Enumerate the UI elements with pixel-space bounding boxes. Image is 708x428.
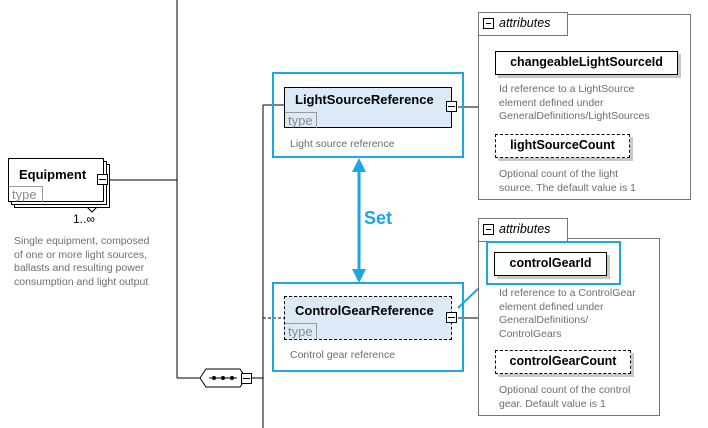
attributes-tab-bottom-label: attributes <box>499 222 551 236</box>
light-source-ref-highlight <box>272 72 464 158</box>
equipment-multiplicity: 1..∞ <box>73 212 95 226</box>
attr-control-gear-id-description: Id reference to a ControlGear element de… <box>499 287 636 340</box>
light-source-reference-element[interactable]: LightSourceReference type <box>284 87 452 128</box>
equipment-element[interactable]: Equipment type <box>8 158 104 202</box>
light-source-reference-description: Light source reference <box>290 138 395 150</box>
control-gear-ref-highlight <box>272 282 464 372</box>
set-label: Set <box>364 208 393 228</box>
attributes-panel-top <box>478 14 691 200</box>
sequence-collapse-icon[interactable] <box>241 373 252 384</box>
control-gear-reference-element[interactable]: ControlGearReference type <box>284 296 452 340</box>
equipment-collapse-icon[interactable] <box>97 174 108 185</box>
control-gear-reference-description: Control gear reference <box>290 349 396 361</box>
control-gear-id-highlight <box>486 241 621 285</box>
attributes-bottom-collapse-icon[interactable] <box>483 224 494 235</box>
attr-control-gear-count-description: Optional count of the control gear. Defa… <box>499 384 631 410</box>
control-gear-reference-collapse-icon[interactable] <box>446 312 457 323</box>
light-source-reference-collapse-icon[interactable] <box>446 101 457 112</box>
light-source-reference-type: type <box>285 112 317 128</box>
attr-light-source-count-description: Optional count of the light source. The … <box>499 168 636 194</box>
light-source-reference-name: LightSourceReference <box>295 92 434 107</box>
attributes-top-collapse-icon[interactable] <box>483 18 494 29</box>
control-gear-reference-type: type <box>285 323 317 339</box>
attr-changeable-light-source-id-description: Id reference to a LightSource element de… <box>499 83 650 122</box>
equipment-description: Single equipment, composed of one or mor… <box>14 235 150 288</box>
equipment-type: type <box>9 186 43 202</box>
attr-control-gear-id[interactable]: controlGearId <box>494 252 607 276</box>
attributes-tab-top[interactable]: attributes <box>478 12 568 36</box>
attr-changeable-light-source-id[interactable]: changeableLightSourceId <box>495 51 678 75</box>
equipment-name: Equipment <box>19 167 87 182</box>
control-gear-reference-name: ControlGearReference <box>295 303 434 318</box>
attr-control-gear-count[interactable]: controlGearCount <box>495 350 631 374</box>
attr-light-source-count[interactable]: lightSourceCount <box>495 134 630 158</box>
attributes-tab-top-label: attributes <box>499 16 551 30</box>
attributes-tab-bottom[interactable]: attributes <box>478 218 568 242</box>
